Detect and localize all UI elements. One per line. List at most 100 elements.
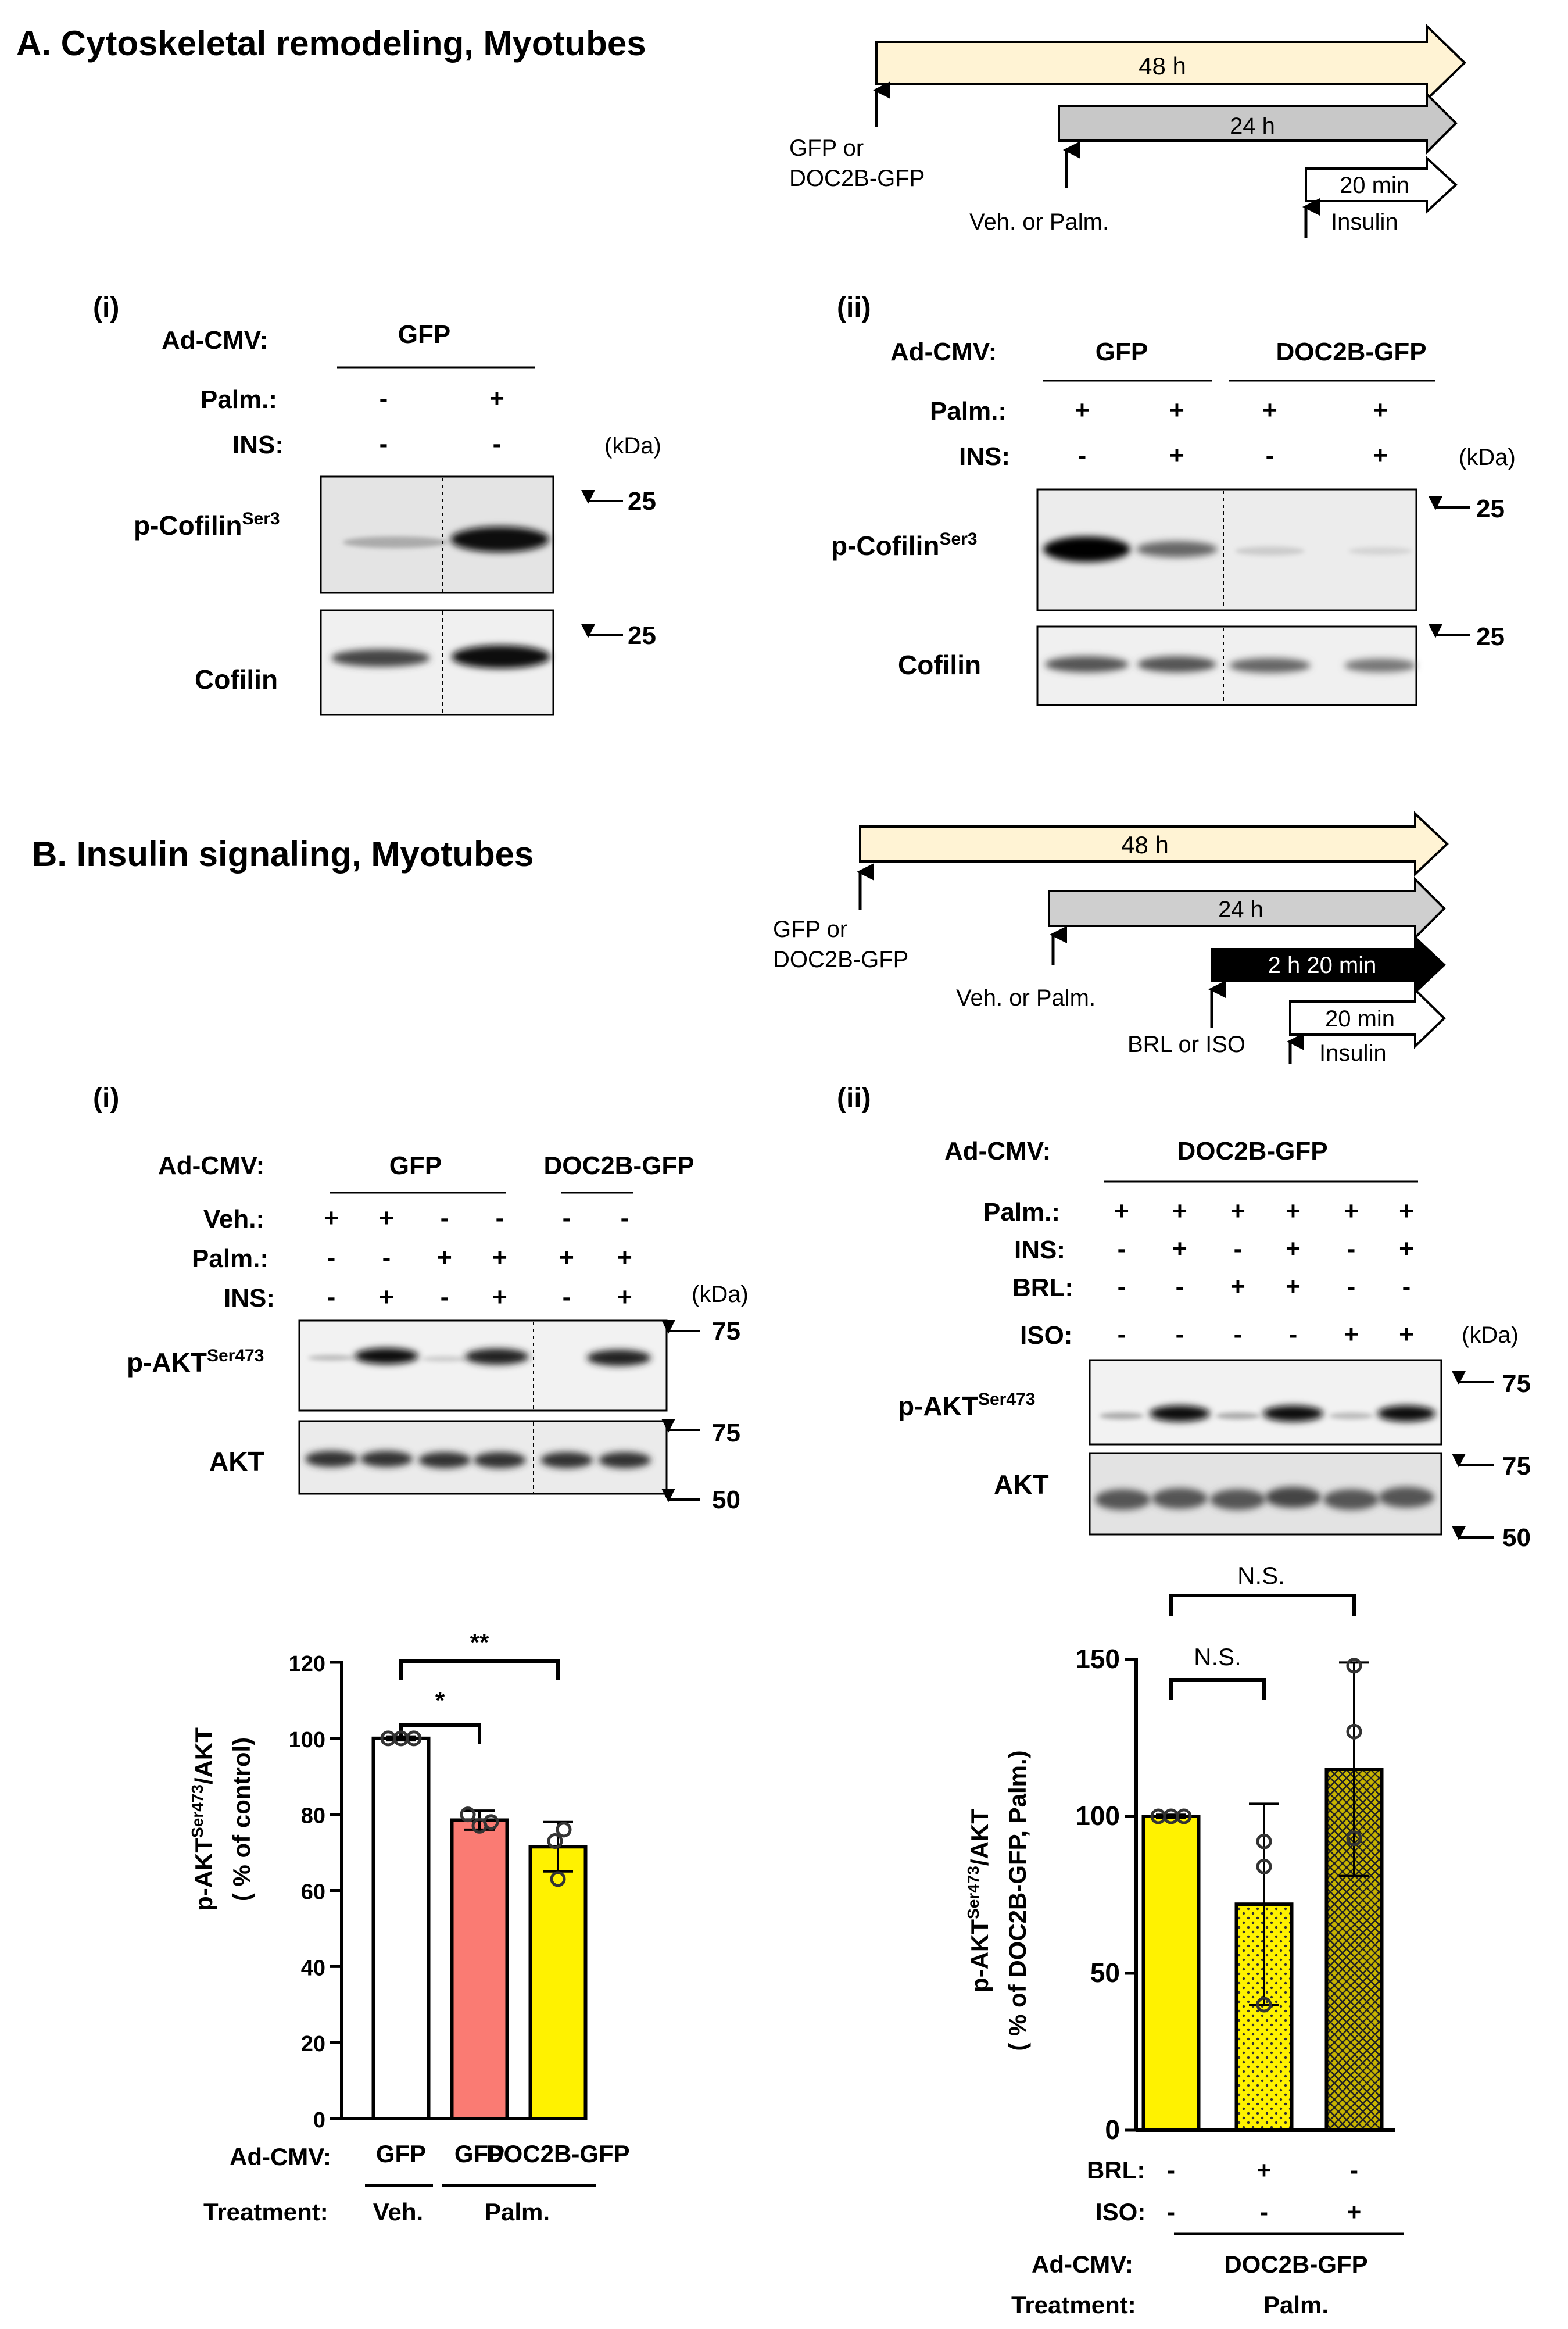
blot-b-i-sign-r2-c2: - xyxy=(441,1283,449,1311)
blot-a-ii-label-pcofilin: p-CofilinSer3 xyxy=(831,530,978,561)
chart1-sig-2: ** xyxy=(470,1629,489,1656)
blot-a-ii-tag: (ii) xyxy=(837,292,871,323)
chart1-category-1: GFP xyxy=(454,2140,504,2167)
chart1-bar-2 xyxy=(528,1845,588,2120)
blot-a-ii-palm-1: + xyxy=(1075,396,1090,424)
blot-b-ii-kda: (kDa) xyxy=(1462,1322,1519,1348)
blot-a-ii-group-gfp: GFP xyxy=(1096,338,1148,366)
chart1-treatment-veh: Veh. xyxy=(373,2198,423,2226)
chart1-treatment-palm: Palm. xyxy=(485,2198,550,2226)
chart1-point-1-2 xyxy=(483,1814,499,1830)
chart1-category-2: DOC2B-GFP xyxy=(486,2140,629,2167)
blot-b-i-sign-r2-c5: + xyxy=(617,1283,632,1311)
blot-a-i-label-cofilin: Cofilin xyxy=(195,664,278,695)
blot-b-i-sign-r0-c0: + xyxy=(324,1204,339,1232)
blot-b-i-group-doc2b: DOC2B-GFP xyxy=(543,1151,694,1180)
blot-b-ii-sign-r3-c5: + xyxy=(1399,1320,1414,1348)
chart1-point-2-1 xyxy=(547,1833,563,1849)
timeline-b-label-veh-palm: Veh. or Palm. xyxy=(956,985,1096,1011)
blot-b-ii-sign-r1-c4: - xyxy=(1347,1235,1356,1263)
blot-a-ii-ins-2: + xyxy=(1169,441,1184,470)
chart2-point-2-0 xyxy=(1346,1658,1362,1674)
blot-b-ii-label-akt: AKT xyxy=(994,1469,1049,1500)
chart1-sig-1: * xyxy=(435,1687,445,1714)
chart2-ylabel2: ( % of DOC2B-GFP, Palm.) xyxy=(1004,1750,1031,2051)
blot-a-i-row-ins: INS: xyxy=(232,431,284,459)
blot-b-i-row-palm: Palm.: xyxy=(192,1244,269,1273)
blot-b-ii-sign-r2-c0: - xyxy=(1118,1272,1126,1301)
blot-b-ii-sign-r1-c0: - xyxy=(1118,1235,1126,1263)
chart2-sig-1: N.S. xyxy=(1194,1643,1241,1670)
chart2-point-2-2 xyxy=(1346,1830,1362,1847)
blot-b-ii-sign-r1-c5: + xyxy=(1399,1235,1414,1263)
blot-a-i-marker-2: 25 xyxy=(628,621,656,650)
blot-b-ii-label-pakt: p-AKTSer473 xyxy=(898,1390,1035,1421)
chart2-sign-r1-c0: - xyxy=(1167,2198,1175,2226)
chart2-sign-r0-c2: - xyxy=(1350,2156,1358,2184)
blot-b-ii-sign-r2-c1: - xyxy=(1176,1272,1184,1301)
timeline-a-bar2-label: 24 h xyxy=(1230,113,1275,139)
timeline-b-label-gfp-or: GFP or xyxy=(773,917,847,942)
timeline-b-bar1-label: 48 h xyxy=(1121,831,1169,858)
blot-b-i-sign-r1-c4: + xyxy=(559,1243,574,1272)
blot-b-ii-sign-r0-c2: + xyxy=(1230,1197,1245,1225)
blot-a-i-marker-1: 25 xyxy=(628,487,656,516)
blot-b-ii-row-adcmv: Ad-CMV: xyxy=(944,1137,1051,1165)
blot-b-i-sign-r1-c1: - xyxy=(382,1243,391,1272)
blot-b-ii-row-ins: INS: xyxy=(1014,1236,1065,1264)
blot-b-i: (i) Ad-CMV: GFP DOC2B-GFP Veh.: Palm.: I… xyxy=(93,1083,749,1514)
timeline-b-bar3-label: 2 h 20 min xyxy=(1268,953,1377,978)
blot-b-i-sign-r0-c1: + xyxy=(379,1204,394,1232)
chart2-ytick-label: 50 xyxy=(1090,1958,1120,1988)
blot-a-i-kda: (kDa) xyxy=(604,433,661,459)
timeline-b-bar4-label: 20 min xyxy=(1325,1006,1395,1032)
chart2-ytick-label: 0 xyxy=(1105,2115,1120,2145)
blot-b-ii: (ii) Ad-CMV: DOC2B-GFP Palm.: INS: BRL: … xyxy=(837,1083,1531,1552)
blot-b-i-row-veh: Veh.: xyxy=(203,1205,264,1233)
chart1-point-0-2 xyxy=(406,1730,422,1747)
blot-b-ii-row-palm: Palm.: xyxy=(983,1198,1060,1226)
timeline-b: 48 h 24 h 2 h 20 min 20 min GFP or DOC2B… xyxy=(773,811,1449,1066)
blot-b-i-label-pakt: p-AKTSer473 xyxy=(127,1346,264,1378)
blot-a-i: (i) Ad-CMV: GFP Palm.: - + INS: - - (kDa… xyxy=(93,292,661,716)
timeline-a-label-gfp-or: GFP or xyxy=(789,135,864,161)
blot-b-i-sign-r1-c3: + xyxy=(492,1243,507,1272)
chart1-ytick-label: 100 xyxy=(289,1728,325,1752)
bar-chart-akt-control: p-AKTSer473/AKT ( % of control) Ad-CMV: … xyxy=(188,1629,630,2226)
blot-b-ii-sign-r3-c2: - xyxy=(1234,1320,1243,1348)
timeline-a-label-doc2b: DOC2B-GFP xyxy=(789,166,925,191)
blot-b-ii-sign-r0-c0: + xyxy=(1114,1197,1129,1225)
chart1-point-2-2 xyxy=(550,1871,566,1887)
blot-a-i-palm-2: + xyxy=(489,384,504,413)
blot-b-i-row-ins: INS: xyxy=(224,1284,275,1312)
blot-b-i-kda: (kDa) xyxy=(692,1282,749,1307)
blot-b-ii-sign-r1-c3: + xyxy=(1286,1235,1301,1263)
blot-b-i-group-gfp: GFP xyxy=(389,1151,442,1180)
chart1-ytick-label: 0 xyxy=(313,2108,325,2133)
panel-b-title: B. Insulin signaling, Myotubes xyxy=(32,835,534,874)
blot-b-ii-row-brl: BRL: xyxy=(1012,1273,1073,1302)
blot-b-i-sign-r2-c0: - xyxy=(327,1283,336,1311)
blot-b-i-sign-r0-c5: - xyxy=(621,1204,629,1232)
blot-a-ii-kda: (kDa) xyxy=(1459,445,1516,470)
blot-b-i-sign-r2-c1: + xyxy=(379,1283,394,1311)
blot-a-ii-ins-1: - xyxy=(1078,441,1087,470)
blot-a-i-row-palm: Palm.: xyxy=(201,385,277,414)
blot-b-i-marker-2: 75 xyxy=(712,1419,740,1447)
chart1-ytick-label: 60 xyxy=(301,1880,325,1905)
timeline-a-label-veh-palm: Veh. or Palm. xyxy=(969,209,1109,235)
blot-b-ii-sign-r2-c3: + xyxy=(1286,1272,1301,1301)
chart2-group: DOC2B-GFP xyxy=(1224,2251,1367,2278)
chart2-ytick-label: 150 xyxy=(1075,1644,1120,1674)
blot-b-ii-sign-r2-c2: + xyxy=(1230,1272,1245,1301)
blot-b-i-sign-r2-c3: + xyxy=(492,1283,507,1311)
chart1-ytick-label: 80 xyxy=(301,1804,325,1829)
blot-b-ii-sign-r2-c5: - xyxy=(1402,1272,1411,1301)
chart2-row-brl: BRL: xyxy=(1087,2156,1145,2184)
timeline-b-label-insulin: Insulin xyxy=(1319,1040,1387,1066)
blot-b-ii-tag: (ii) xyxy=(837,1083,871,1114)
blot-b-i-tag: (i) xyxy=(93,1083,119,1114)
timeline-b-label-doc2b: DOC2B-GFP xyxy=(773,947,908,972)
blot-a-ii-palm-3: + xyxy=(1262,396,1277,424)
blot-b-ii-sign-r1-c2: - xyxy=(1234,1235,1243,1263)
